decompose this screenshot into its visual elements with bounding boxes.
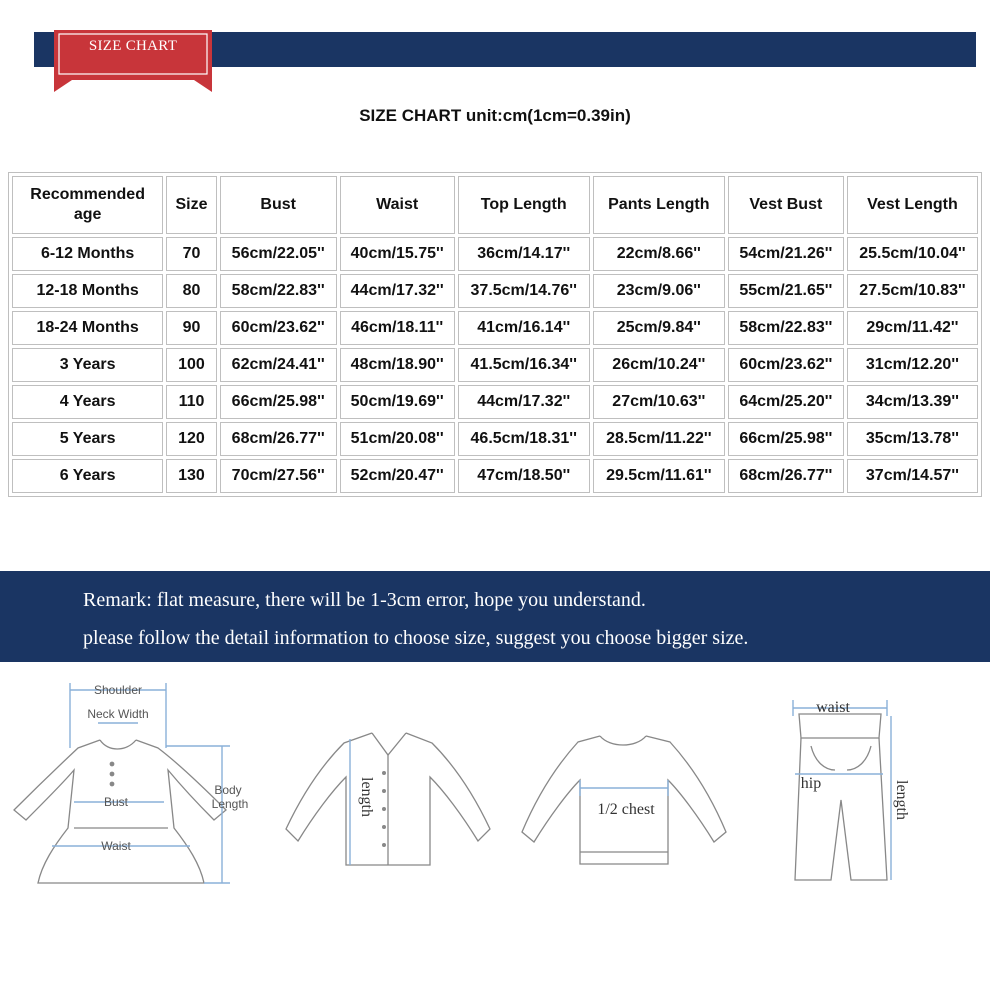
table-cell: 55cm/21.65'': [727, 274, 844, 308]
table-cell: 6-12 Months: [12, 237, 164, 271]
shirt-icon: length: [285, 732, 491, 866]
bust-label: Bust: [104, 795, 129, 809]
table-row: 6 Years 130 70cm/27.56'' 52cm/20.47'' 47…: [12, 459, 978, 493]
table-cell: 4 Years: [12, 385, 164, 419]
table-cell: 68cm/26.77'': [219, 422, 337, 456]
table-cell: 60cm/23.62'': [219, 311, 337, 345]
table-cell: 47cm/18.50'': [457, 459, 590, 493]
table-cell: 40cm/15.75'': [339, 237, 455, 271]
table-cell: 58cm/22.83'': [727, 311, 844, 345]
shirt-diagram: length: [282, 725, 497, 870]
table-cell: 28.5cm/11.22'': [592, 422, 725, 456]
size-chart-label: SIZE CHART: [88, 38, 178, 54]
body-length-label-2: Length: [212, 797, 249, 811]
table-cell: 80: [166, 274, 217, 308]
table-cell: 50cm/19.69'': [339, 385, 455, 419]
table-cell: 56cm/22.05'': [219, 237, 337, 271]
table-row: 12-18 Months 80 58cm/22.83'' 44cm/17.32'…: [12, 274, 978, 308]
table-cell: 37cm/14.57'': [846, 459, 978, 493]
table-cell: 12-18 Months: [12, 274, 164, 308]
waist-label: Waist: [101, 839, 131, 853]
table-cell: 120: [166, 422, 217, 456]
size-chart-ribbon: [54, 30, 212, 92]
table-cell: 48cm/18.90'': [339, 348, 455, 382]
table-cell: 70: [166, 237, 217, 271]
table-cell: 46cm/18.11'': [339, 311, 455, 345]
table-row: 4 Years 110 66cm/25.98'' 50cm/19.69'' 44…: [12, 385, 978, 419]
table-cell: 66cm/25.98'': [219, 385, 337, 419]
table-cell: 29.5cm/11.61'': [592, 459, 725, 493]
table-row: 3 Years 100 62cm/24.41'' 48cm/18.90'' 41…: [12, 348, 978, 382]
table-cell: 37.5cm/14.76'': [457, 274, 590, 308]
table-cell: 70cm/27.56'': [219, 459, 337, 493]
remark-banner: Remark: flat measure, there will be 1-3c…: [0, 571, 990, 662]
table-cell: 130: [166, 459, 217, 493]
remark-line-2: please follow the detail information to …: [83, 627, 749, 649]
table-cell: 34cm/13.39'': [846, 385, 978, 419]
table-cell: 54cm/21.26'': [727, 237, 844, 271]
table-cell: 23cm/9.06'': [592, 274, 725, 308]
column-header: Recommended age: [12, 176, 164, 234]
dress-diagram: Shoulder Neck Width Bust Waist Body Leng…: [8, 678, 258, 893]
table-cell: 29cm/11.42'': [846, 311, 978, 345]
column-header: Vest Bust: [727, 176, 844, 234]
table-cell: 41cm/16.14'': [457, 311, 590, 345]
table-cell: 5 Years: [12, 422, 164, 456]
pants-waist-label: waist: [816, 699, 850, 716]
table-cell: 31cm/12.20'': [846, 348, 978, 382]
table-row: 18-24 Months 90 60cm/23.62'' 46cm/18.11'…: [12, 311, 978, 345]
pants-diagram: waist hip length: [775, 690, 925, 890]
table-cell: 46.5cm/18.31'': [457, 422, 590, 456]
table-cell: 3 Years: [12, 348, 164, 382]
column-header: Top Length: [457, 176, 590, 234]
table-cell: 58cm/22.83'': [219, 274, 337, 308]
table-cell: 52cm/20.47'': [339, 459, 455, 493]
table-cell: 68cm/26.77'': [727, 459, 844, 493]
table-cell: 100: [166, 348, 217, 382]
table-cell: 26cm/10.24'': [592, 348, 725, 382]
table-cell: 44cm/17.32'': [457, 385, 590, 419]
table-cell: 64cm/25.20'': [727, 385, 844, 419]
table-cell: 66cm/25.98'': [727, 422, 844, 456]
table-cell: 18-24 Months: [12, 311, 164, 345]
column-header: Size: [166, 176, 217, 234]
column-header: Bust: [219, 176, 337, 234]
table-cell: 44cm/17.32'': [339, 274, 455, 308]
header-label: Recommended age: [30, 186, 145, 223]
table-cell: 27.5cm/10.83'': [846, 274, 978, 308]
column-header: Vest Length: [846, 176, 978, 234]
neck-width-label: Neck Width: [87, 707, 148, 721]
page-subtitle: SIZE CHART unit:cm(1cm=0.39in): [359, 106, 631, 125]
table-cell: 35cm/13.78'': [846, 422, 978, 456]
table-cell: 90: [166, 311, 217, 345]
table-cell: 41.5cm/16.34'': [457, 348, 590, 382]
table-cell: 22cm/8.66'': [592, 237, 725, 271]
table-row: 5 Years 120 68cm/26.77'' 51cm/20.08'' 46…: [12, 422, 978, 456]
remark-line-1: Remark: flat measure, there will be 1-3c…: [83, 589, 646, 611]
pants-hip-label: hip: [801, 775, 821, 792]
table-cell: 6 Years: [12, 459, 164, 493]
shoulder-label: Shoulder: [94, 683, 142, 697]
sweater-diagram: 1/2 chest: [518, 728, 733, 873]
table-cell: 51cm/20.08'': [339, 422, 455, 456]
table-cell: 62cm/24.41'': [219, 348, 337, 382]
shirt-length-label: length: [358, 777, 375, 817]
column-header: Waist: [339, 176, 455, 234]
table-header-row: Recommended age Size Bust Waist Top Leng…: [12, 176, 978, 234]
pants-length-label: length: [893, 780, 910, 820]
pants-icon: waist hip length: [792, 699, 910, 881]
table-row: 6-12 Months 70 56cm/22.05'' 40cm/15.75''…: [12, 237, 978, 271]
table-cell: 60cm/23.62'': [727, 348, 844, 382]
size-table: Recommended age Size Bust Waist Top Leng…: [8, 172, 982, 497]
table-cell: 36cm/14.17'': [457, 237, 590, 271]
half-chest-label: 1/2 chest: [597, 801, 655, 818]
sweater-icon: 1/2 chest: [521, 735, 727, 865]
table-cell: 110: [166, 385, 217, 419]
table-cell: 25cm/9.84'': [592, 311, 725, 345]
table-cell: 27cm/10.63'': [592, 385, 725, 419]
column-header: Pants Length: [592, 176, 725, 234]
dress-icon: Shoulder Neck Width Bust Waist Body Leng…: [13, 683, 249, 884]
table-cell: 25.5cm/10.04'': [846, 237, 978, 271]
body-length-label-1: Body: [214, 783, 241, 797]
